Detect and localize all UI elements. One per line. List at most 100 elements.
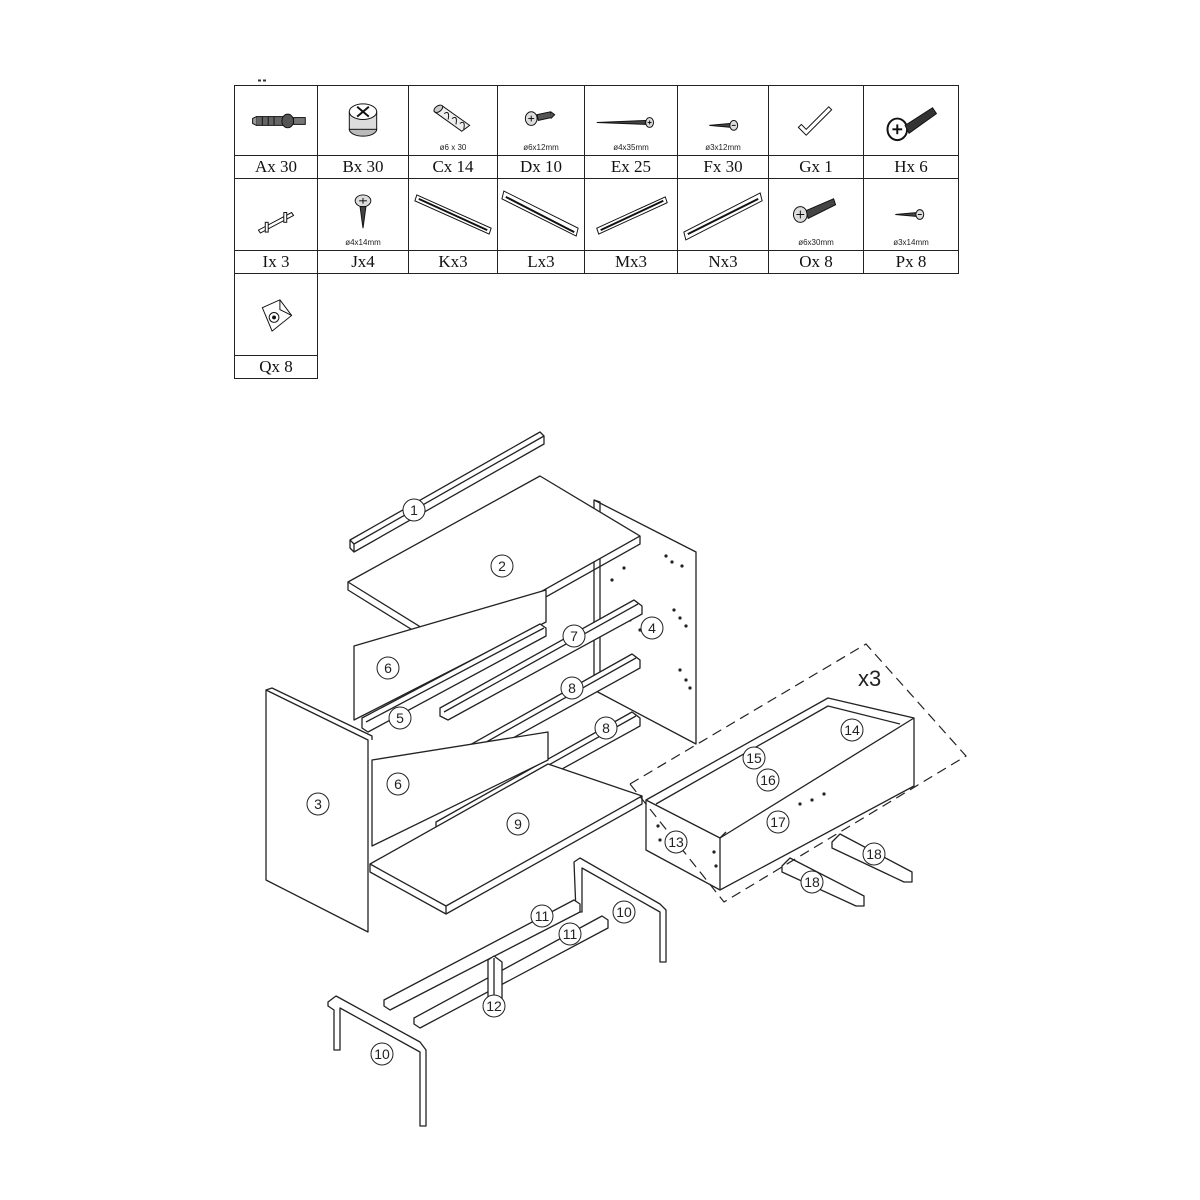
part-drawer-box — [645, 697, 915, 891]
hardware-cell-p: ø3x14mm Px 8 — [863, 178, 959, 274]
hardware-cell-c: ø6 x 30 Cx 14 — [408, 85, 498, 179]
svg-text:13: 13 — [668, 834, 684, 850]
drawer-multiplier-label: x3 — [858, 666, 881, 691]
callout-10b: 10 — [370, 1042, 394, 1066]
hardware-label: Px 8 — [895, 252, 927, 271]
hardware-cell-n: Nx3 — [677, 178, 769, 274]
svg-text:16: 16 — [760, 772, 776, 788]
corner-bracket-icon — [261, 299, 293, 332]
part-leg-rail-11b — [413, 915, 609, 1029]
small-screw-icon — [895, 209, 925, 220]
hardware-cell-o: ø6x30mm Ox 8 — [768, 178, 864, 274]
bar-handle-icon — [257, 211, 295, 234]
callout-9: 9 — [506, 812, 530, 836]
tick-mark — [258, 79, 268, 82]
svg-text:18: 18 — [866, 846, 882, 862]
callout-18a: 18 — [862, 842, 886, 866]
wooden-dowel-icon — [433, 104, 471, 132]
callout-3: 3 — [306, 792, 330, 816]
part-leg-rail-11a — [383, 899, 581, 1011]
hardware-cell-l: Lx3 — [497, 178, 585, 274]
hardware-cell-e: ø4x35mm Ex 25 — [584, 85, 678, 179]
callout-12: 12 — [482, 994, 506, 1018]
hardware-label: Fx 30 — [703, 157, 743, 176]
hardware-cell-q: Qx 8 — [234, 273, 318, 379]
hardware-label: Kx3 — [438, 252, 468, 271]
callout-13: 13 — [664, 830, 688, 854]
svg-text:10: 10 — [616, 904, 632, 920]
drawer-slide-icon — [596, 196, 668, 235]
hardware-label: Qx 8 — [259, 357, 293, 376]
long-screw-icon — [596, 117, 654, 128]
hardware-label: Bx 30 — [342, 157, 384, 176]
hardware-size: ø4x14mm — [345, 238, 381, 247]
svg-text:6: 6 — [394, 776, 402, 792]
callout-2: 2 — [490, 554, 514, 578]
hardware-label: Hx 6 — [894, 157, 928, 176]
callout-16: 16 — [756, 768, 780, 792]
machine-bolt-icon — [886, 107, 938, 142]
hardware-label: Jx4 — [351, 252, 375, 271]
small-screw-icon — [709, 120, 739, 131]
part-front-rail — [361, 623, 547, 733]
hardware-label: Ix 3 — [262, 252, 290, 271]
callout-11b: 11 — [558, 922, 582, 946]
hardware-size: ø3x14mm — [893, 238, 929, 247]
screw-icon — [792, 198, 837, 223]
svg-text:8: 8 — [602, 720, 610, 736]
svg-text:11: 11 — [535, 908, 550, 924]
hardware-cell-j: ø4x14mm Jx4 — [317, 178, 409, 274]
screw-icon — [524, 111, 556, 126]
callout-10a: 10 — [612, 900, 636, 924]
hardware-cell-g: Gx 1 — [768, 85, 864, 179]
svg-text:4: 4 — [648, 620, 656, 636]
callout-5: 5 — [388, 706, 412, 730]
hardware-size: ø3x12mm — [705, 143, 741, 152]
svg-text:7: 7 — [570, 628, 578, 644]
hardware-label: Lx3 — [527, 252, 555, 271]
part-bottom-panel — [369, 763, 643, 915]
svg-text:3: 3 — [314, 796, 322, 812]
hardware-cell-m: Mx3 — [584, 178, 678, 274]
part-leg-frame-10b — [327, 995, 427, 1127]
hardware-size: ø4x35mm — [613, 143, 649, 152]
cam-lock-icon — [348, 103, 378, 137]
svg-text:10: 10 — [374, 1046, 390, 1062]
drawer-slide-icon — [414, 194, 492, 235]
callouts: 1 2 3 4 5 6 6 7 8 8 9 10 10 11 11 12 13 … — [306, 498, 886, 1066]
cam-bolt-icon — [252, 113, 306, 129]
hardware-size: ø6x12mm — [523, 143, 559, 152]
callout-6b: 6 — [386, 772, 410, 796]
callout-8b: 8 — [594, 716, 618, 740]
hardware-row-3: Qx 8 — [234, 273, 318, 379]
hardware-label: Mx3 — [614, 252, 648, 271]
svg-text:14: 14 — [844, 722, 860, 738]
part-back-panel-upper — [353, 589, 547, 721]
callout-7: 7 — [562, 624, 586, 648]
hardware-label: Dx 10 — [519, 157, 563, 176]
hardware-label: Gx 1 — [799, 157, 833, 176]
part-shelf-rail-7 — [439, 599, 643, 721]
svg-text:11: 11 — [563, 926, 578, 942]
hardware-label: Cx 14 — [432, 157, 474, 176]
hardware-cell-a: Ax 30 — [234, 85, 318, 179]
svg-text:17: 17 — [770, 814, 786, 830]
callout-11a: 11 — [530, 904, 554, 928]
callout-14: 14 — [840, 718, 864, 742]
svg-text:5: 5 — [396, 710, 404, 726]
hardware-label: Ox 8 — [799, 252, 833, 271]
callout-17: 17 — [766, 810, 790, 834]
pan-head-screw-icon — [354, 194, 372, 229]
svg-text:8: 8 — [568, 680, 576, 696]
svg-text:1: 1 — [410, 502, 418, 518]
hardware-cell-f: ø3x12mm Fx 30 — [677, 85, 769, 179]
svg-text:2: 2 — [498, 558, 506, 574]
hardware-cell-d: ø6x12mm Dx 10 — [497, 85, 585, 179]
svg-text:12: 12 — [486, 998, 502, 1014]
callout-6a: 6 — [376, 656, 400, 680]
hardware-label: Ax 30 — [254, 157, 298, 176]
svg-text:6: 6 — [384, 660, 392, 676]
part-back-panel-lower — [371, 731, 549, 847]
hardware-size: ø6 x 30 — [439, 143, 467, 152]
